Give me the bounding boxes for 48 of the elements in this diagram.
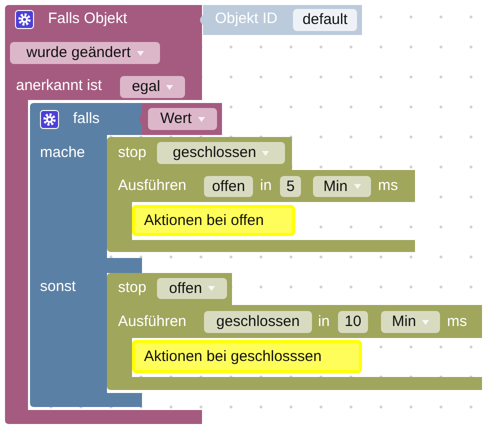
- field-value: Wert: [160, 110, 192, 128]
- field-value: 10: [344, 313, 362, 331]
- dropdown-field: [313, 176, 371, 197]
- block-label: mache: [40, 144, 86, 162]
- field-value: default: [302, 11, 348, 29]
- field-value: offen: [212, 178, 246, 196]
- block-label: ms: [447, 313, 467, 331]
- comment-text: Aktionen bei geschlosssen: [144, 348, 322, 366]
- dropdown-field: [148, 108, 217, 130]
- dropdown-field: [204, 311, 312, 333]
- block-label: Falls Objekt: [48, 10, 128, 28]
- dropdown-field: [381, 311, 440, 333]
- stop-block: [107, 137, 292, 170]
- block-label: stop: [118, 144, 146, 162]
- comment-block: [132, 205, 295, 236]
- field-value: wurde geändert: [26, 44, 131, 62]
- block-label: Ausführen: [118, 313, 186, 331]
- dropdown-field: [293, 9, 357, 31]
- block-label: sonst: [40, 278, 76, 296]
- block-label: ms: [378, 177, 398, 195]
- dropdown-field: [120, 76, 185, 98]
- dropdown-field: [280, 176, 301, 197]
- comment-text: Aktionen bei offen: [144, 212, 264, 230]
- field-value: geschlossen: [216, 313, 300, 331]
- field-value: egal: [132, 78, 160, 96]
- field-value: geschlossen: [172, 144, 256, 162]
- stop-block: [107, 273, 232, 305]
- field-value: Min: [392, 313, 416, 331]
- block-label: Ausführen: [118, 177, 186, 195]
- value-block: [142, 103, 222, 135]
- field-value: 5: [286, 178, 295, 196]
- dropdown-field: [10, 42, 160, 64]
- block-label: falls: [73, 110, 100, 128]
- comment-block: [132, 340, 362, 373]
- field-value: Min: [323, 178, 348, 196]
- block-label: stop: [118, 279, 146, 297]
- timer-block: [107, 170, 415, 252]
- dropdown-field: [157, 142, 285, 164]
- dropdown-field: [204, 176, 253, 197]
- input-block: [203, 5, 362, 35]
- dropdown-field: [157, 278, 227, 299]
- block-label: in: [318, 313, 330, 331]
- field-value: offen: [168, 280, 202, 298]
- dropdown-field: [338, 311, 368, 333]
- block-label: anerkannt ist: [16, 77, 102, 95]
- block-label: in: [260, 177, 272, 195]
- timer-block: [107, 305, 482, 390]
- block-label: Objekt ID: [215, 10, 278, 28]
